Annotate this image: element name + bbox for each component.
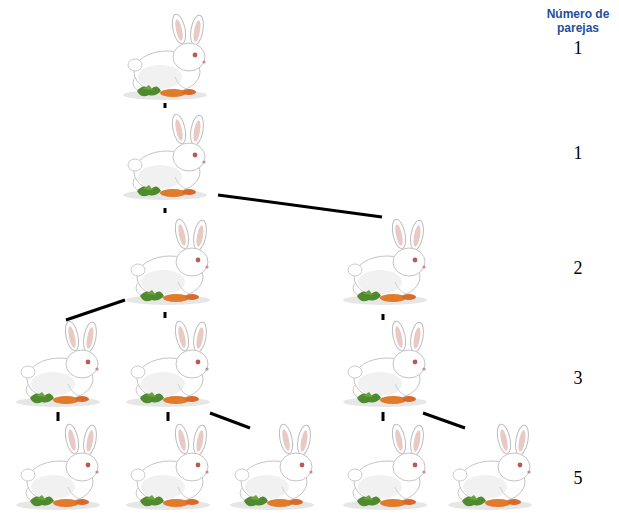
pair-count: 1 — [563, 143, 593, 164]
pair-count: 2 — [563, 258, 593, 279]
pair-count: 1 — [563, 38, 593, 59]
pair-count: 3 — [563, 368, 593, 389]
pair-count: 5 — [563, 468, 593, 489]
column-heading: Número de parejas — [542, 8, 614, 36]
connector-lines — [58, 103, 465, 428]
